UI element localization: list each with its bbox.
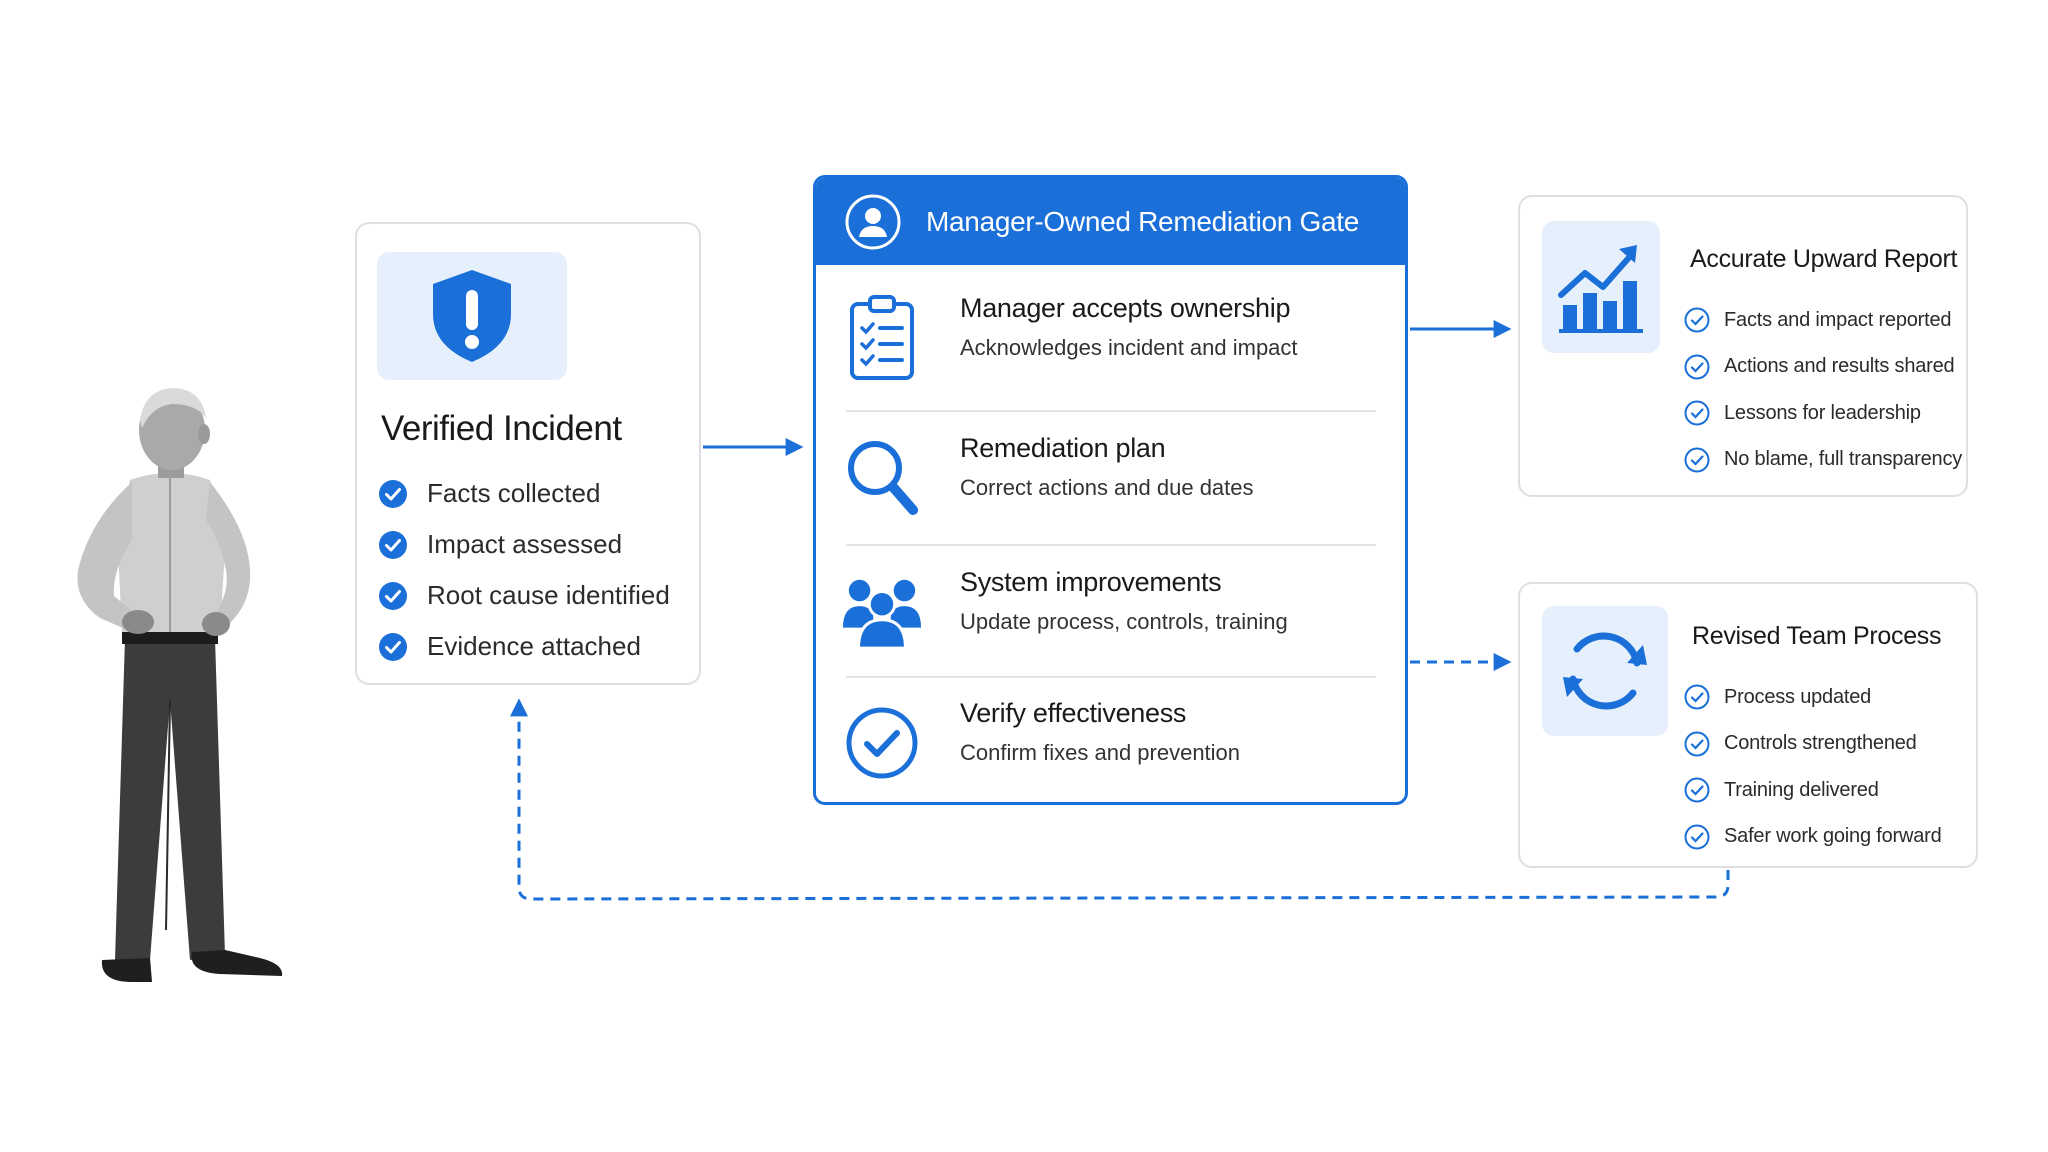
step-title: Remediation plan [960,433,1166,463]
check-circle-outline-icon [1684,354,1710,380]
shield-exclamation-icon [433,270,511,362]
incident-item-label: Root cause identified [427,580,670,610]
list-item: Facts collected [379,468,670,519]
revised-item-label: Training delivered [1724,778,1879,801]
check-circle-filled-icon [379,581,407,610]
incident-item-label: Evidence attached [427,631,641,661]
revised-item-label: Controls strengthened [1724,732,1917,755]
report-item-label: No blame, full transparency [1724,448,1963,471]
check-circle-outline-icon [1684,824,1710,850]
user-circle-icon [845,194,901,249]
incident-icon-tile [377,252,567,380]
check-circle-filled-icon [379,530,407,559]
refresh-cycle-icon [1563,632,1647,710]
person-illustration [77,388,283,982]
list-item: Actions and results shared [1684,344,1962,391]
gate-header: Manager-Owned Remediation Gate [816,178,1405,265]
list-item: Impact assessed [379,519,670,570]
list-item: Root cause identified [379,570,670,621]
feedback-loop-arrow [510,698,1730,901]
divider [846,544,1376,546]
check-circle-outline-icon [1684,400,1710,426]
incident-item-label: Facts collected [427,478,601,508]
step-subtitle: Acknowledges incident and impact [960,335,1298,360]
list-item: Facts and impact reported [1684,297,1962,344]
incident-title: Verified Incident [381,409,622,448]
check-circle-icon [846,707,918,779]
verified-incident-card: Verified Incident Facts collected Impact… [355,222,701,685]
check-circle-outline-icon [1684,447,1710,473]
list-item: Lessons for leadership [1684,390,1962,437]
bar-chart-trend-icon [1558,245,1643,333]
list-item: Safer work going forward [1684,814,1942,861]
report-item-label: Facts and impact reported [1724,308,1952,331]
step-title: Verify effectiveness [960,698,1187,728]
revised-process-card: Revised Team Process Process updated Con… [1518,582,1978,868]
list-item: Training delivered [1684,767,1942,814]
remediation-gate-panel: Manager-Owned Remediation Gate Manager a… [813,175,1408,805]
report-icon-tile [1542,221,1660,353]
report-checklist: Facts and impact reported Actions and re… [1684,297,1962,483]
check-circle-outline-icon [1684,307,1710,333]
list-item: No blame, full transparency [1684,437,1962,484]
people-group-icon [842,579,922,650]
check-circle-outline-icon [1684,777,1710,803]
revised-icon-tile [1542,606,1668,736]
check-circle-filled-icon [379,479,407,508]
magnifier-icon [848,441,918,515]
check-circle-outline-icon [1684,731,1710,757]
report-title: Accurate Upward Report [1690,245,1958,273]
step-title: System improvements [960,567,1222,597]
step-subtitle: Correct actions and due dates [960,475,1254,500]
incident-item-label: Impact assessed [427,529,623,559]
check-circle-filled-icon [379,632,407,661]
incident-checklist: Facts collected Impact assessed Root cau… [379,468,670,672]
divider [846,410,1376,412]
list-item: Evidence attached [379,621,670,672]
list-item: Process updated [1684,674,1942,721]
gate-title: Manager-Owned Remediation Gate [926,205,1360,237]
check-circle-outline-icon [1684,684,1710,710]
upward-report-card: Accurate Upward Report Facts and impact … [1518,195,1968,497]
revised-title: Revised Team Process [1692,622,1942,650]
revised-item-label: Safer work going forward [1724,825,1942,848]
step-subtitle: Confirm fixes and prevention [960,740,1241,765]
report-item-label: Actions and results shared [1724,355,1955,378]
report-item-label: Lessons for leadership [1724,401,1921,424]
revised-checklist: Process updated Controls strengthened Tr… [1684,674,1942,860]
step-title: Manager accepts ownership [960,293,1291,323]
clipboard-checklist-icon [850,295,914,380]
list-item: Controls strengthened [1684,721,1942,768]
revised-item-label: Process updated [1724,685,1872,708]
divider [846,676,1376,678]
step-subtitle: Update process, controls, training [960,609,1288,634]
